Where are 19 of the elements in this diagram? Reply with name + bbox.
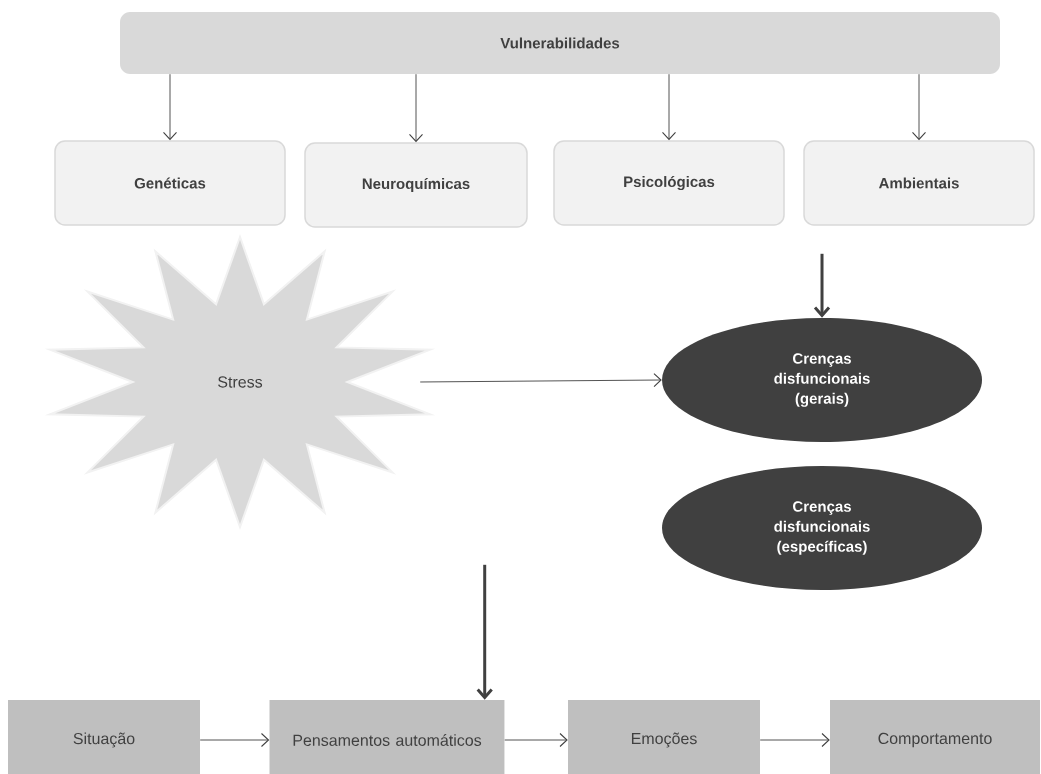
arrow <box>813 253 831 318</box>
arrow <box>661 73 677 141</box>
process-box: Pensamentos automáticos <box>269 700 505 774</box>
arrow <box>162 73 178 141</box>
category-box: Neuroquímicas <box>304 142 528 228</box>
category-box: Psicológicas <box>553 140 785 226</box>
arrow <box>199 732 270 748</box>
arrow <box>504 732 568 748</box>
arrow <box>419 373 662 388</box>
category-box: Genéticas <box>54 140 286 226</box>
arrow <box>408 73 424 143</box>
process-box: Situação <box>8 700 200 774</box>
process-box: Emoções <box>568 700 760 774</box>
arrow <box>759 732 830 748</box>
category-bar: Vulnerabilidades <box>120 12 1000 74</box>
arrow <box>911 73 927 141</box>
arrow <box>476 564 493 700</box>
category-box: Ambientais <box>803 140 1035 226</box>
process-box: Comportamento <box>830 700 1040 774</box>
